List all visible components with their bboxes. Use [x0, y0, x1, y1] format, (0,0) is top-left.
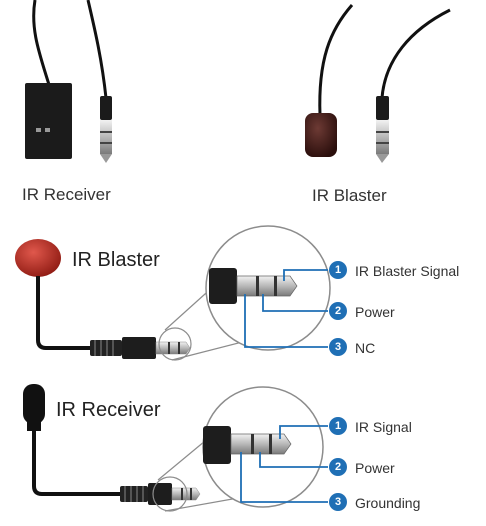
- ir-receiver-title: IR Receiver: [56, 399, 161, 421]
- pin-badge-1: 1: [329, 261, 347, 279]
- pin-label-nc: NC: [355, 340, 376, 356]
- pin-badge-2: 2: [329, 302, 347, 320]
- pin-label-power: Power: [355, 304, 395, 320]
- pin-label-ir-signal: IR Signal: [355, 419, 412, 435]
- pin-badge-3: 3: [329, 493, 347, 511]
- pin-badge-2: 2: [329, 458, 347, 476]
- stereo-jack-icon: [209, 268, 298, 304]
- pin-badge-3: 3: [329, 338, 347, 356]
- stereo-jack-icon: [203, 426, 292, 464]
- ir-blaster-caption: IR Blaster: [312, 186, 387, 205]
- pin-label-power: Power: [355, 460, 395, 476]
- pin-badge-1: 1: [329, 417, 347, 435]
- ir-blaster-title: IR Blaster: [72, 249, 160, 271]
- ir-receiver-head-icon: [23, 384, 45, 424]
- pin-label-ir-blaster-signal: IR Blaster Signal: [355, 263, 460, 279]
- ir-blaster-diagram-graphics: [15, 225, 331, 361]
- ir-blaster-photo: [305, 4, 451, 163]
- ir-receiver-diagram-graphics: [23, 384, 328, 512]
- pin-label-grounding: Grounding: [355, 495, 421, 511]
- ir-receiver-photo: [25, 0, 112, 163]
- ir-receiver-caption: IR Receiver: [22, 185, 111, 204]
- ir-blaster-head-icon: [15, 239, 61, 277]
